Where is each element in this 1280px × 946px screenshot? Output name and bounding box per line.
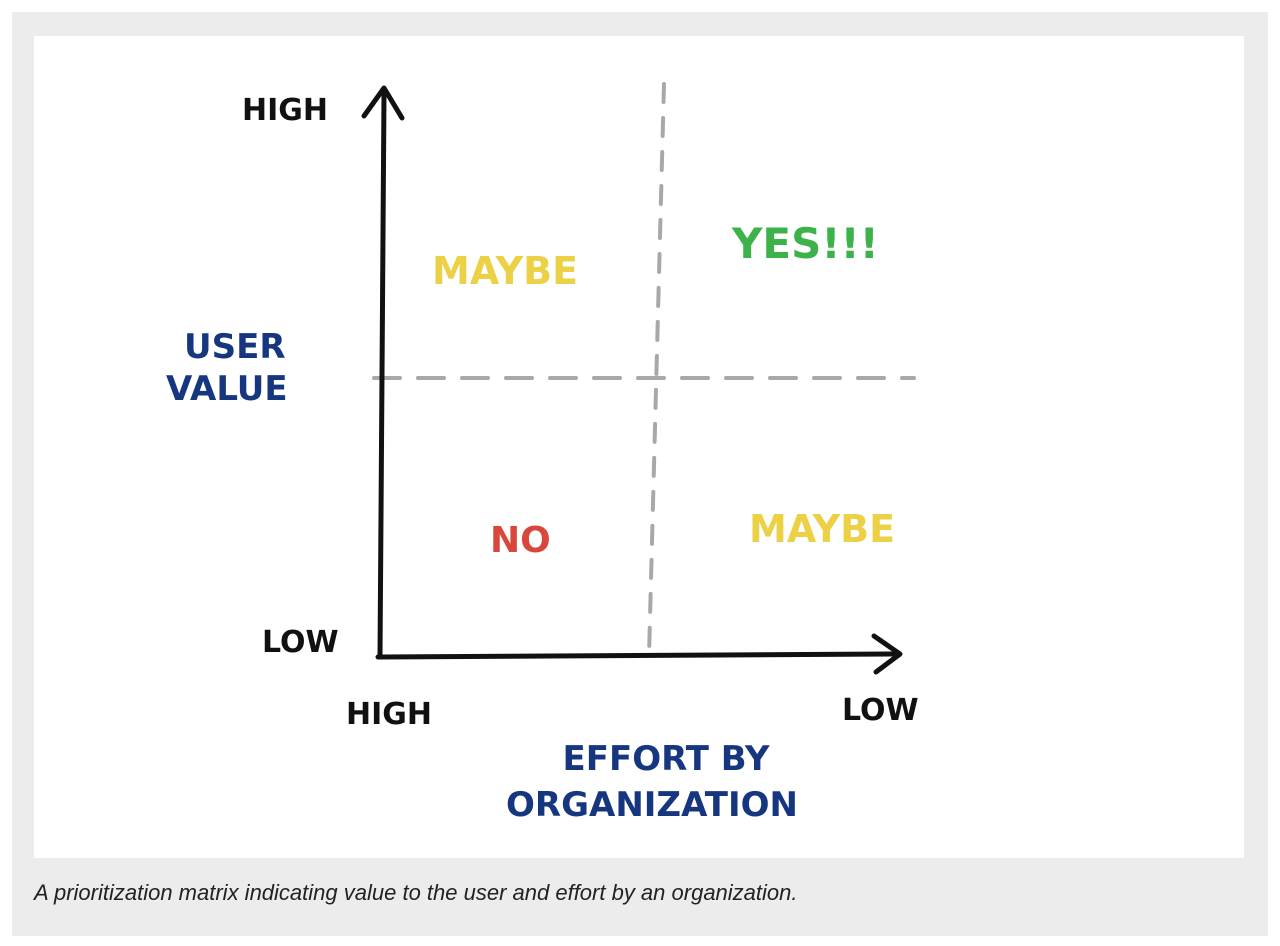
quadrant-top-left-label: MAYBE (432, 249, 578, 293)
x-axis-title-line1: EFFORT BY (563, 739, 770, 779)
y-high-label: HIGH (242, 93, 328, 128)
x-axis-arrowhead (871, 633, 903, 675)
y-axis-title-line2: VALUE (166, 369, 288, 409)
y-low-label: LOW (262, 625, 339, 660)
y-axis (377, 91, 387, 659)
y-axis-title-line1: USER (184, 327, 286, 367)
matrix-drawing: HIGH LOW HIGH LOW USER VALUE EFFORT BY O… (34, 36, 1244, 858)
quadrant-bottom-right-label: MAYBE (749, 507, 895, 551)
y-axis-arrowhead (361, 85, 405, 121)
vertical-divider (647, 82, 666, 658)
figure-frame: HIGH LOW HIGH LOW USER VALUE EFFORT BY O… (12, 12, 1268, 936)
x-axis (375, 651, 902, 660)
x-axis-title-line2: ORGANIZATION (506, 785, 798, 825)
x-high-label: HIGH (346, 697, 432, 732)
matrix-svg: HIGH LOW HIGH LOW USER VALUE EFFORT BY O… (166, 82, 919, 825)
quadrant-bottom-left-label: NO (490, 520, 551, 561)
quadrant-top-right-label: YES!!! (731, 219, 879, 268)
figure-caption: A prioritization matrix indicating value… (34, 880, 798, 905)
x-low-label: LOW (842, 693, 919, 728)
